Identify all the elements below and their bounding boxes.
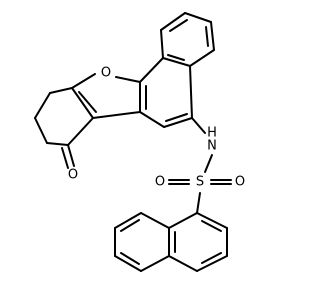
bond [162, 57, 191, 67]
bond [139, 111, 165, 128]
bond-layer [34, 12, 232, 272]
bond [160, 29, 164, 59]
chemical-structure-diagram: O O H N S O O [34, 12, 245, 272]
bond-double [120, 252, 140, 265]
bond [163, 117, 193, 128]
sulfonyl-oxygen-left-label: O [155, 175, 165, 190]
bond [71, 87, 94, 119]
ring-oxygen-label: O [101, 66, 111, 81]
bond [49, 87, 73, 94]
bond [189, 65, 193, 119]
bond [34, 117, 48, 144]
bond [168, 255, 198, 272]
bond-carbonyl [61, 147, 69, 169]
bond [34, 92, 51, 119]
bond [184, 12, 212, 23]
bond-double [201, 252, 222, 264]
bond [210, 21, 215, 51]
bond [114, 255, 142, 272]
bond-double [205, 26, 209, 47]
bond-double [167, 54, 185, 61]
amine-nitrogen-label: N [207, 139, 217, 154]
amine-hydrogen-label: H [207, 126, 217, 141]
bond [46, 142, 69, 146]
bond-double [169, 19, 188, 32]
bond [67, 117, 94, 146]
bond [71, 73, 96, 89]
bond-double [120, 219, 140, 232]
bond [115, 76, 141, 83]
bond [191, 117, 206, 134]
bond-carbonyl [67, 144, 75, 167]
bond [140, 255, 170, 272]
bond [160, 12, 186, 31]
sulfonyl-oxygen-right-label: O [235, 175, 245, 190]
bond [168, 212, 198, 229]
bond [189, 49, 215, 67]
atom-label-layer: O O H N S O O [68, 66, 245, 190]
bond-double [78, 91, 97, 113]
ketone-oxygen-label: O [68, 168, 78, 183]
bond [196, 192, 201, 214]
bond [92, 111, 141, 119]
bond [196, 255, 228, 272]
bond-double [201, 220, 222, 232]
bond [139, 57, 164, 83]
bond-double [165, 113, 188, 122]
bond [140, 212, 170, 229]
bond [114, 212, 142, 229]
bond [204, 154, 213, 173]
bond [196, 212, 228, 229]
structure-canvas: O O H N S O O [34, 12, 245, 272]
sulfur-label: S [196, 175, 204, 190]
